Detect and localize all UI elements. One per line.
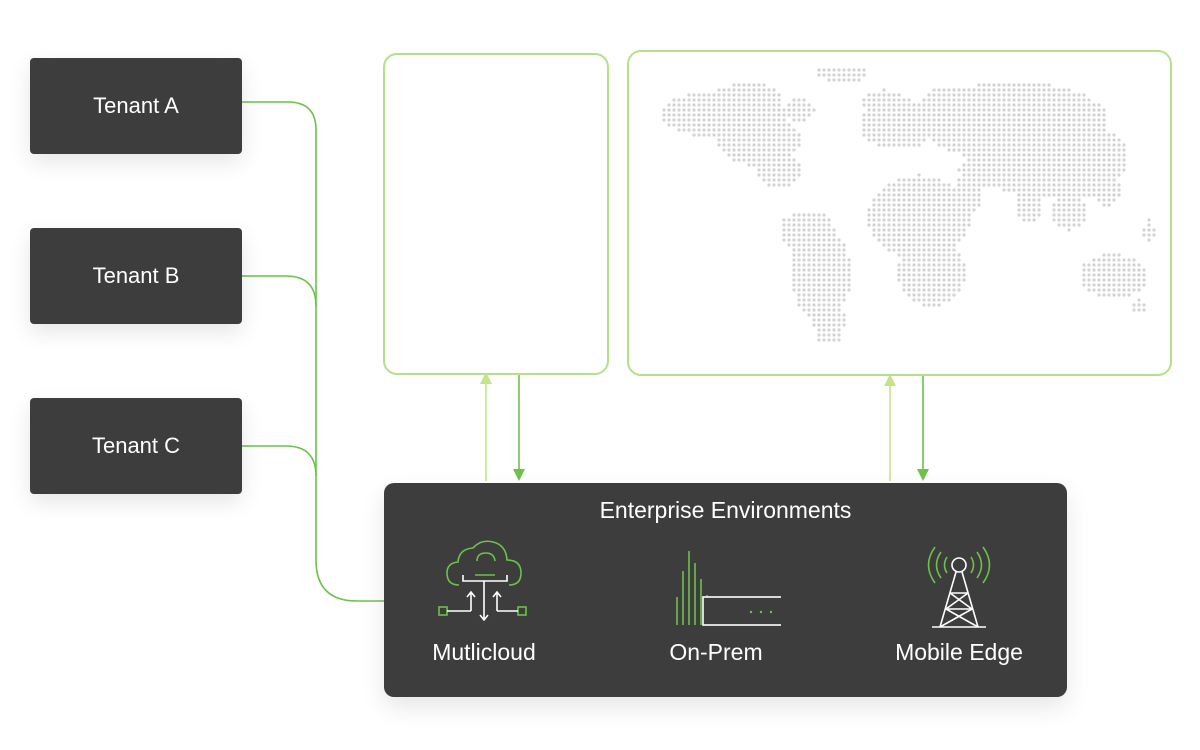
mobile-edge-item: Mobile Edge bbox=[859, 535, 1059, 685]
tenant-b-box: Tenant B bbox=[30, 228, 242, 324]
on-prem-label: On-Prem bbox=[669, 639, 763, 665]
mobile-edge-label: Mobile Edge bbox=[895, 639, 1023, 665]
tenant-c-box: Tenant C bbox=[30, 398, 242, 494]
enterprise-environments-box: Enterprise Environments Mutl bbox=[384, 483, 1067, 697]
tenant-a-label: Tenant A bbox=[93, 93, 179, 118]
multicloud-item: Mutlicloud bbox=[384, 535, 584, 685]
tenant-c-connector bbox=[242, 445, 317, 477]
world-map-panel bbox=[627, 50, 1172, 376]
map-panel-down-arrowhead bbox=[917, 469, 929, 481]
tenant-a-connector bbox=[242, 101, 384, 602]
tenant-a-box: Tenant A bbox=[30, 58, 242, 154]
left-cloud-panel bbox=[383, 53, 609, 375]
multicloud-label: Mutlicloud bbox=[432, 639, 536, 665]
left-panel-up-arrowhead bbox=[480, 372, 492, 384]
multicloud-icon bbox=[438, 540, 527, 622]
tenant-c-label: Tenant C bbox=[91, 433, 181, 458]
left-panel-down-arrowhead bbox=[513, 469, 525, 481]
map-panel-up-arrowhead bbox=[884, 374, 896, 386]
mobile-edge-tower-icon bbox=[927, 546, 991, 628]
tenant-b-label: Tenant B bbox=[92, 263, 180, 288]
on-prem-server-icon bbox=[676, 551, 781, 626]
world-map-dots bbox=[662, 68, 1156, 342]
tenant-b-connector bbox=[242, 275, 317, 307]
on-prem-item: On-Prem bbox=[616, 535, 816, 685]
enterprise-title: Enterprise Environments bbox=[599, 497, 852, 523]
